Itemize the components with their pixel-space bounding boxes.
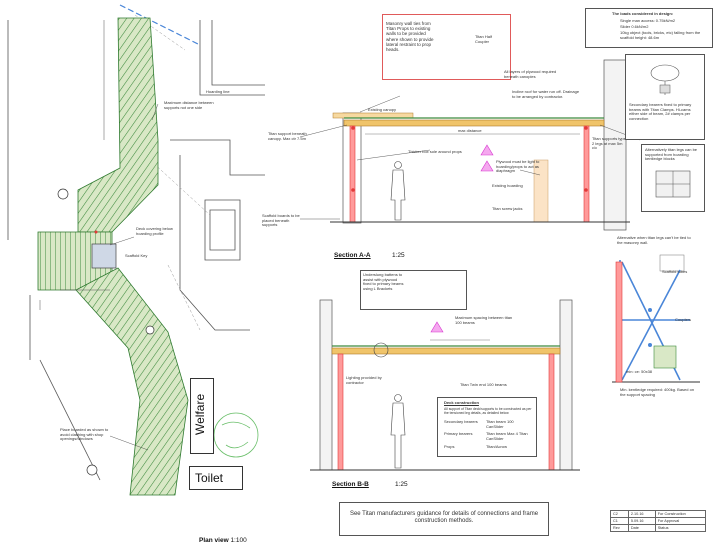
revision-status-cell: For Approval [654,517,707,525]
hoarding-line-trace [119,4,201,46]
aa-deck-beam [343,119,605,127]
min-kentledge-note: Min. kentledge required: 400kg. Based on… [620,387,695,397]
revision-date-cell: 2.10.16 [627,510,656,518]
section-bb-title: Section B-B [332,481,369,488]
plywood-layers-note: All layers of plywood required beneath c… [504,69,557,79]
aa-left-prop [349,125,356,223]
existing-canopy-label: Existing canopy [368,107,397,112]
kentledge-block-sketch [655,170,691,198]
incline-roof-note: Incline roof for water run off. Drainage… [512,89,580,99]
revision-table: C2 2.10.16 For Construction C1 5.09.16 F… [610,510,707,532]
max-distance-label: max distance [458,128,482,133]
loads-item-1: Single man access: 0.75kN/m2 [620,18,676,23]
max-spacing-note: Maximum spacing between titan 100 beams [455,315,513,325]
secondary-bearers-value: Titan beam 100 CanSlider [486,419,514,429]
toilet-room-box: Toilet [189,466,243,490]
manufacturer-guidance-note: See Titan manufacturers guidance for det… [349,511,539,524]
deck-construction-heading: Deck construction [444,400,479,405]
table-row: C1 5.09.16 For Approval [610,517,707,525]
primary-bearers-value: Titan beam Max 4 Titan CanSlider [486,431,528,441]
revision-status-cell: For Construction [654,510,707,518]
tree-symbol [94,230,259,458]
existing-hoarding-label: Existing hoarding [492,183,523,188]
alternative-ties-note: Alternatively titan legs can be supporte… [645,147,698,162]
plan-deck-covering-note: Deck covering below hoarding profile [136,226,173,236]
plan-hoarding-line-label: Hoarding line [206,89,230,94]
loads-box: The loads considered in design: Single m… [585,8,713,48]
welfare-room-box: Welfare [190,378,214,454]
deck-construction-note: All support of Titan deck/supports to be… [444,407,532,415]
section-aa-title: Section A-A [334,252,371,259]
bb-person-figure [390,394,406,469]
deck-construction-box: Deck construction All support of Titan d… [437,397,537,457]
titan-support-canopy-note: Titan support beneath canopy. Max ctr 7.… [268,131,307,141]
couplers-label: Couplers [675,317,692,322]
thicker-box-note: Thicker box sole around props [408,149,462,154]
masonry-note-text: Masonry wall ties from Titan Props to ex… [386,21,434,52]
rev-header: Rev [610,524,629,532]
date-header: Date [627,524,656,532]
aa-right-wall [603,59,627,231]
scaffold-boards-note: Scaffold boards to be placed beneath sup… [262,213,300,228]
section-aa-scale: 1:25 [392,252,405,259]
table-header-row: Rev Date Status [610,524,707,532]
lighting-note: Lighting provided by contractor [346,375,382,385]
bb-right-prop [548,353,555,471]
plan-building-outline [7,20,265,481]
underslung-detail-box: Underslung battens to assist with plywoo… [360,270,467,310]
plan-scaffold-key-label: Scaffold Key [125,253,148,258]
bb-left-prop [337,353,344,471]
titan-twin-beams-label: Titan Twin end 100 beams [460,382,507,387]
titan-half-coupler-label: Titan Half Coupler [475,34,492,44]
titan-supports-right-note: Titan supports type 2 legs at max 5m c/c [592,136,626,151]
secondary-bearers-label: Secondary bearers [444,419,478,424]
status-header: Status [654,524,707,532]
bearer-clamp-sketch [650,64,680,95]
plan-place-boarded-note: Place boarded as shown to avoid clashing… [60,427,109,442]
alternative-ties-box: Alternatively titan legs can be supporte… [641,144,705,212]
secondary-bearers-clamp-note: Secondary bearers fixed to primary beams… [629,102,692,121]
revision-cell: C2 [610,510,629,518]
table-row: C2 2.10.16 For Construction [610,510,707,518]
plan-max-distance-note: Maximum distance between supports not on… [164,100,214,110]
loads-item-2: Slider 0.6kN/m2 [620,24,649,29]
loads-item-3: 10kg object (tools, bricks, etc) falling… [620,30,701,40]
plan-dimension-lines [39,20,110,310]
aa-warning-icons [480,144,494,172]
frame-dimension-label: min: ce: 50x38 [626,369,653,374]
bb-deck-beam [331,347,561,355]
toilet-label: Toilet [195,471,224,485]
underslung-note: Underslung battens to assist with plywoo… [363,272,404,291]
revision-date-cell: 5.09.16 [627,517,656,525]
scaffold-key-symbol [91,243,117,269]
aa-person-figure [390,161,406,221]
props-value: Titan/Acrow [486,444,507,449]
manufacturer-guidance-box: See Titan manufacturers guidance for det… [339,502,549,536]
section-bb-scale: 1:25 [395,481,408,488]
titan-screw-jacks-label: Titan screw jacks [492,206,523,211]
loads-heading: The loads considered in design: [612,11,674,16]
section-aa-drawing [330,59,630,231]
plan-view-title: Plan view 1:100 [199,537,247,544]
masonry-note-box: Masonry wall ties from Titan Props to ex… [382,14,511,80]
props-label: Props [444,444,455,449]
scaffold-tubes-label: Scaffold tubes [662,269,688,274]
alternative-when-note: Alternative when titan legs can't be tie… [617,235,691,245]
existing-canopy-beam [332,112,414,119]
aa-right-prop [583,125,590,223]
revision-cell: C1 [610,517,629,525]
kentledge-frame-drawing [612,254,700,383]
plywood-light-note: Plywood must be light to hoarding/props … [496,159,540,174]
grid-markers [57,188,155,476]
section-bb-drawing [310,299,580,471]
welfare-label: Welfare [193,393,207,435]
primary-bearers-label: Primary bearers [444,431,473,436]
secondary-bearers-detail-box: Secondary bearers fixed to primary beams… [625,54,705,140]
